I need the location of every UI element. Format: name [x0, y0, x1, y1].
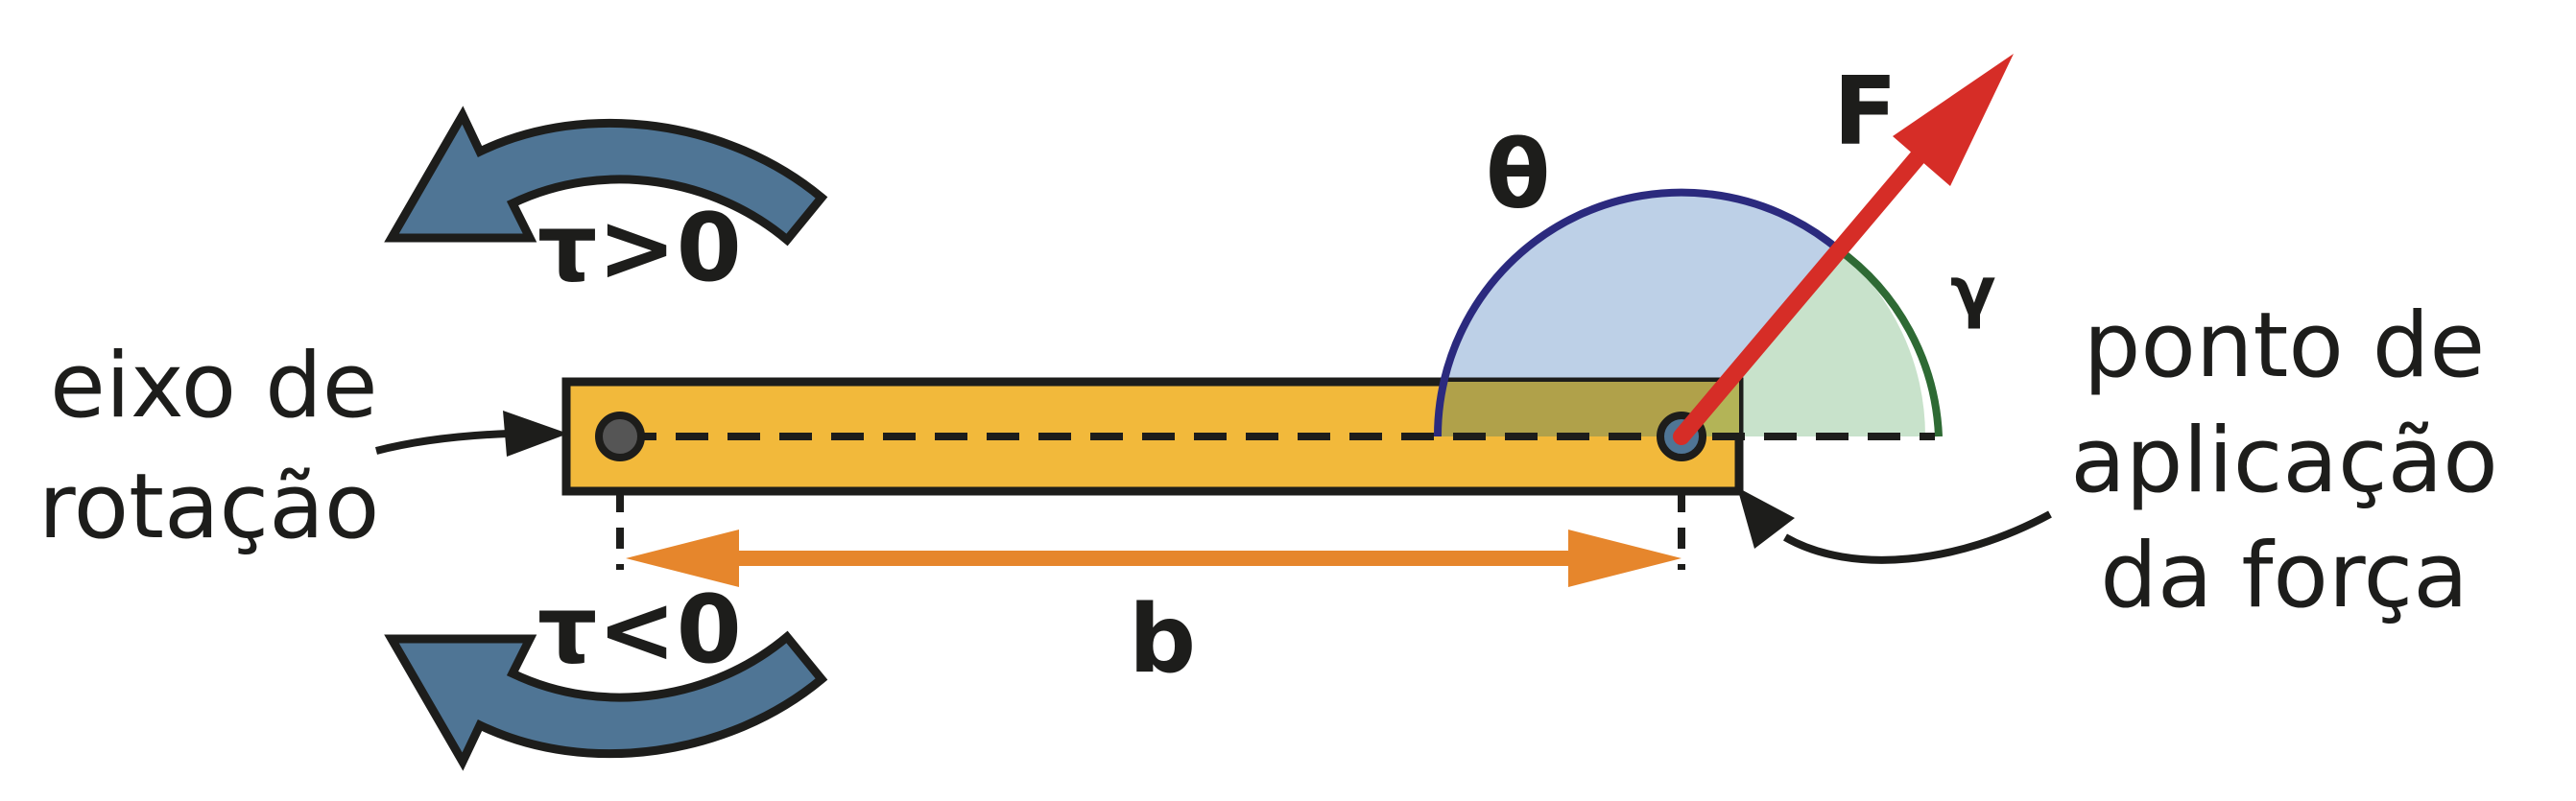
force-arrowhead [1893, 54, 2014, 186]
point-label-line1: ponto de [2084, 294, 2486, 398]
gamma-label: γ [1950, 252, 1996, 331]
point-pointer-arrowhead [1737, 487, 1795, 549]
rotation-axis-pivot [595, 412, 645, 461]
axis-label-line2: rotação [38, 455, 379, 559]
force-arrow-shaft [1673, 149, 1926, 445]
theta-label: θ [1486, 121, 1550, 230]
lever-arm-arrowhead-left [626, 530, 739, 587]
theta-angle-fill [1437, 192, 1837, 436]
point-pointer-line [1783, 510, 2052, 564]
counterclockwise-arrow [384, 106, 828, 247]
lever-arm-label: b [1129, 585, 1196, 695]
point-label-line2: aplicação [2070, 409, 2498, 513]
axis-label-line1: eixo de [50, 334, 378, 438]
lever-arm-arrowhead-right [1568, 530, 1682, 587]
torque-negative-label: τ<0 [537, 576, 742, 685]
axis-pointer-line [374, 430, 510, 455]
torque-positive-label: τ>0 [537, 194, 742, 303]
gamma-arc [1834, 245, 1943, 437]
theta-arc [1433, 188, 1840, 437]
force-label: F [1833, 58, 1897, 167]
axis-pointer-arrowhead [503, 411, 568, 457]
point-label-line3: da força [2100, 524, 2469, 628]
clockwise-arrow [384, 630, 828, 771]
